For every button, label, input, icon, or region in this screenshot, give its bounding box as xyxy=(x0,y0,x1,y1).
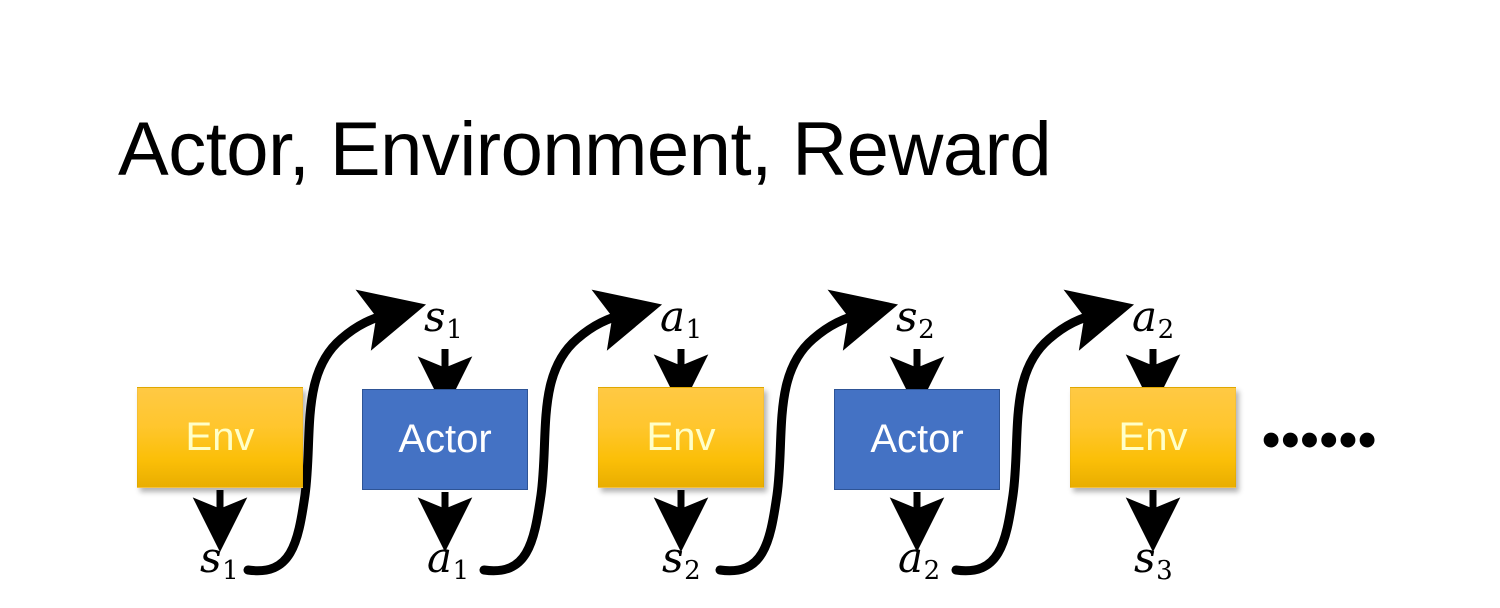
label-top-a1: a1 xyxy=(660,296,702,343)
arrows-out-of-boxes xyxy=(192,490,1181,553)
var-base: s xyxy=(200,533,222,582)
var-base: s xyxy=(896,292,918,341)
var-sub: 2 xyxy=(1157,314,1175,345)
var-base: a xyxy=(427,533,453,582)
label-bottom-s2: s2 xyxy=(662,537,701,584)
var-sub: 1 xyxy=(685,314,703,345)
var-sub: 2 xyxy=(923,555,941,586)
var-base: s xyxy=(424,292,446,341)
label-bottom-s3: s3 xyxy=(1134,537,1173,584)
var-base: s xyxy=(662,533,684,582)
var-base: s xyxy=(1134,533,1156,582)
label-top-s2: s2 xyxy=(896,296,935,343)
node-actor-2[interactable]: Actor xyxy=(834,389,1000,490)
node-env-3[interactable]: Env xyxy=(1070,387,1236,488)
var-sub: 2 xyxy=(918,314,935,345)
node-label: Env xyxy=(646,414,716,459)
var-sub: 1 xyxy=(452,555,470,586)
var-base: a xyxy=(660,292,686,341)
var-sub: 2 xyxy=(684,555,701,586)
node-actor-1[interactable]: Actor xyxy=(362,389,528,490)
arrows-into-boxes xyxy=(417,349,1181,412)
label-bottom-a1: a1 xyxy=(427,537,469,584)
node-label: Actor xyxy=(870,416,964,461)
node-env-2[interactable]: Env xyxy=(598,387,764,488)
continuation-ellipsis: •••••• xyxy=(1262,411,1378,469)
label-bottom-a2: a2 xyxy=(898,537,940,584)
label-bottom-s1: s1 xyxy=(200,537,239,584)
var-sub: 1 xyxy=(222,555,239,586)
var-sub: 1 xyxy=(446,314,463,345)
label-top-s1: s1 xyxy=(424,296,463,343)
var-base: a xyxy=(1132,292,1158,341)
node-label: Env xyxy=(185,414,255,459)
node-label: Actor xyxy=(398,416,492,461)
var-base: a xyxy=(898,533,924,582)
page-title: Actor, Environment, Reward xyxy=(118,107,1052,192)
var-sub: 3 xyxy=(1156,555,1173,586)
label-top-a2: a2 xyxy=(1132,296,1174,343)
node-label: Env xyxy=(1118,414,1188,459)
node-env-1[interactable]: Env xyxy=(137,387,303,488)
